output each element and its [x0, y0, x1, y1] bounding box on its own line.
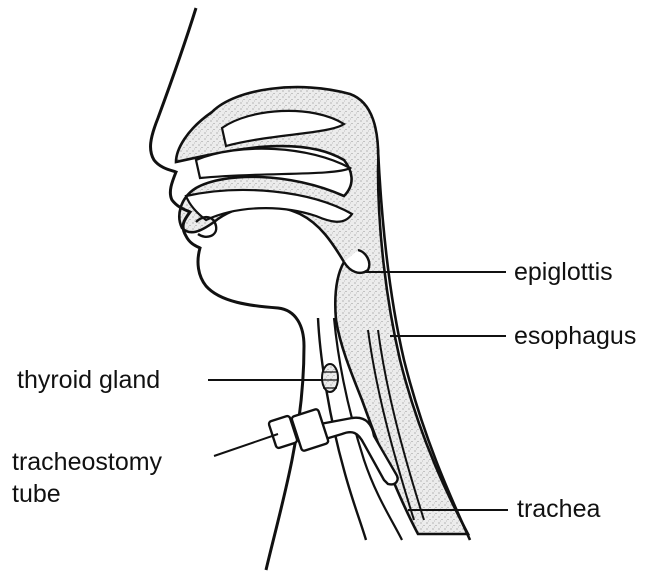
label-thyroid-gland: thyroid gland — [17, 366, 160, 394]
label-esophagus: esophagus — [514, 322, 636, 350]
label-epiglottis: epiglottis — [514, 258, 613, 286]
label-tracheostomy-line1: tracheostomy — [12, 448, 162, 476]
tracheostomy-flange — [291, 409, 329, 452]
label-trachea: trachea — [517, 495, 600, 523]
leader-tracheostomy — [214, 434, 278, 456]
label-tracheostomy-line2: tube — [12, 480, 61, 508]
